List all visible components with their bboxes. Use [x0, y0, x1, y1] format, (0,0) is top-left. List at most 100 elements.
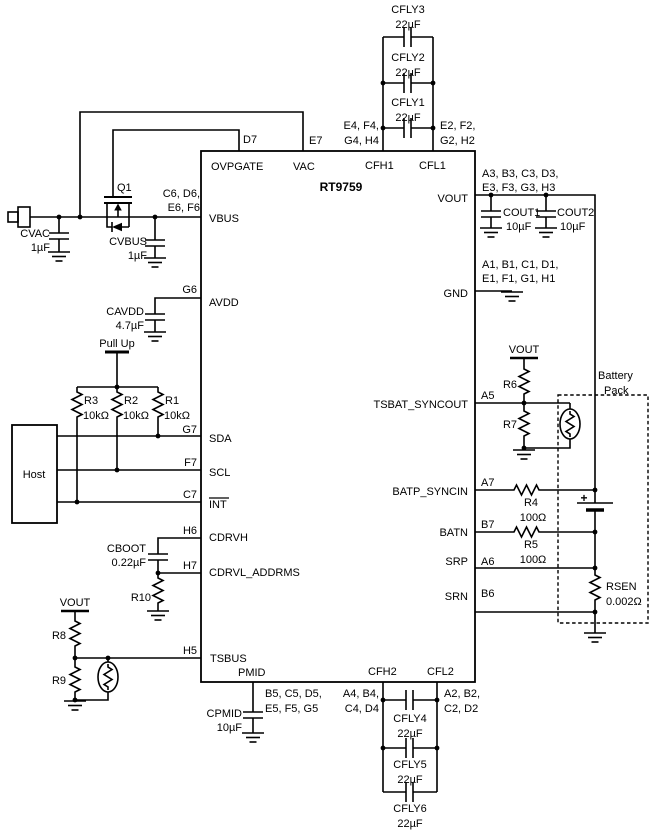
ball-cfh1-1: E4, F4, — [344, 120, 379, 132]
resistor-r2 — [111, 388, 123, 422]
ic-pin-labels: OVPGATE VAC CFH1 CFL1 RT9759 VBUS AVDD S… — [209, 160, 468, 679]
capacitor-cfly5 — [405, 737, 414, 759]
junction-dots — [56, 80, 598, 751]
pin-avdd: AVDD — [209, 297, 239, 309]
cfly3-ref: CFLY3 — [391, 4, 424, 16]
host-label: Host — [23, 469, 46, 481]
ball-g6: G6 — [182, 284, 197, 296]
ground-icon — [143, 331, 167, 342]
resistor-r6 — [518, 365, 530, 399]
wire-flycaps-bottom — [382, 682, 438, 793]
ball-pmid-1: B5, C5, D5, — [265, 688, 322, 700]
ball-a7: A7 — [481, 477, 494, 489]
cvac-ref: CVAC — [20, 228, 50, 240]
r5-ref: R5 — [524, 539, 538, 551]
resistor-symbols — [69, 365, 601, 697]
capacitor-cout1 — [480, 210, 502, 218]
cout2-ref: COUT2 — [557, 207, 594, 219]
battery-plus-sign: + — [580, 491, 587, 505]
ball-gnd-1: A1, B1, C1, D1, — [482, 259, 558, 271]
pin-batn: BATN — [439, 527, 468, 539]
pin-ovpgate: OVPGATE — [211, 161, 263, 173]
wire-flycaps-top — [382, 36, 434, 151]
pin-vbus: VBUS — [209, 213, 239, 225]
ball-h7: H7 — [183, 560, 197, 572]
pin-batp-syncin: BATP_SYNCIN — [392, 486, 468, 498]
cout2-value: 10µF — [560, 221, 586, 233]
cvbus-ref: CVBUS — [109, 236, 147, 248]
pin-vac: VAC — [293, 161, 315, 173]
r8-ref: R8 — [52, 630, 66, 642]
ball-a5: A5 — [481, 390, 494, 402]
r10-ref: R10 — [131, 592, 151, 604]
resistor-r9 — [69, 663, 81, 697]
resistor-r10 — [152, 574, 164, 608]
r1-ref: R1 — [165, 395, 179, 407]
ball-vout-2: E3, F3, G3, H3 — [482, 182, 555, 194]
wire-pullup-i2c — [57, 352, 201, 503]
host-box — [11, 424, 58, 524]
ball-cfl2-2: C2, D2 — [444, 703, 478, 715]
ball-cfh2-1: A4, B4, — [343, 688, 379, 700]
cavdd-ref: CAVDD — [106, 306, 144, 318]
r5-value: 100Ω — [520, 554, 547, 566]
ball-cfl1-2: G2, H2 — [440, 135, 475, 147]
rsen-ref: RSEN — [606, 581, 637, 593]
resistor-r7 — [518, 407, 530, 441]
cfly2-value: 22µF — [395, 67, 421, 79]
ball-b7: B7 — [481, 519, 494, 531]
ground-icon — [241, 732, 265, 743]
pin-pmid: PMID — [238, 667, 266, 679]
ball-vbus-2: E6, F6 — [168, 202, 200, 214]
ball-cfl2-1: A2, B2, — [444, 688, 480, 700]
r2-value: 10kΩ — [123, 410, 149, 422]
cpmid-value: 10µF — [217, 722, 243, 734]
resistor-r1 — [152, 388, 164, 422]
wire-srp-srn — [475, 567, 595, 613]
battery-pack-label-1: Battery — [598, 370, 633, 382]
vout-right-label: VOUT — [509, 344, 540, 356]
ball-d7: D7 — [243, 134, 257, 146]
cout1-value: 10µF — [506, 221, 532, 233]
capacitor-cvbus — [144, 239, 166, 247]
cpmid-ref: CPMID — [207, 708, 243, 720]
cfly6-value: 22µF — [397, 818, 423, 830]
pin-cfl1: CFL1 — [419, 160, 446, 172]
ground-icon — [479, 227, 503, 238]
cavdd-value: 4.7µF — [116, 320, 145, 332]
battery-pack-box — [557, 394, 649, 624]
pin-gnd: GND — [444, 288, 469, 300]
ball-vout-1: A3, B3, C3, D3, — [482, 168, 558, 180]
ball-vbus-1: C6, D6, — [163, 188, 200, 200]
pullup-label: Pull Up — [99, 338, 134, 350]
cfly5-value: 22µF — [397, 774, 423, 786]
pin-cfl2: CFL2 — [427, 666, 454, 678]
cfly1-ref: CFLY1 — [391, 97, 424, 109]
ball-pmid-2: E5, F5, G5 — [265, 703, 318, 715]
cboot-value: 0.22µF — [112, 557, 147, 569]
component-labels: CFLY3 22µF CFLY2 22µF CFLY1 22µF CVAC 1µ… — [20, 4, 642, 830]
ball-cfh2-2: C4, D4 — [345, 703, 379, 715]
r3-ref: R3 — [84, 395, 98, 407]
ball-h5: H5 — [183, 645, 197, 657]
resistor-r5 — [510, 526, 544, 538]
pin-cfh1: CFH1 — [365, 160, 394, 172]
ball-f7: F7 — [184, 457, 197, 469]
wire-vout — [475, 194, 596, 503]
cvac-value: 1µF — [31, 242, 50, 254]
cfly6-ref: CFLY6 — [393, 803, 426, 815]
cfly2-ref: CFLY2 — [391, 52, 424, 64]
ic-outline — [200, 150, 476, 683]
ball-cfh1-2: G4, H4 — [344, 135, 379, 147]
wire-avdd — [154, 297, 201, 332]
ground-icon — [146, 610, 170, 621]
resistor-r3 — [71, 388, 83, 422]
battery-pack-label-2: Pack — [604, 385, 629, 397]
input-connector-icon — [7, 206, 31, 228]
cvbus-value: 1µF — [128, 250, 147, 262]
capacitor-cvac — [48, 232, 70, 240]
r2-ref: R2 — [124, 395, 138, 407]
ground-icon — [534, 227, 558, 238]
mosfet-q1 — [104, 196, 132, 232]
